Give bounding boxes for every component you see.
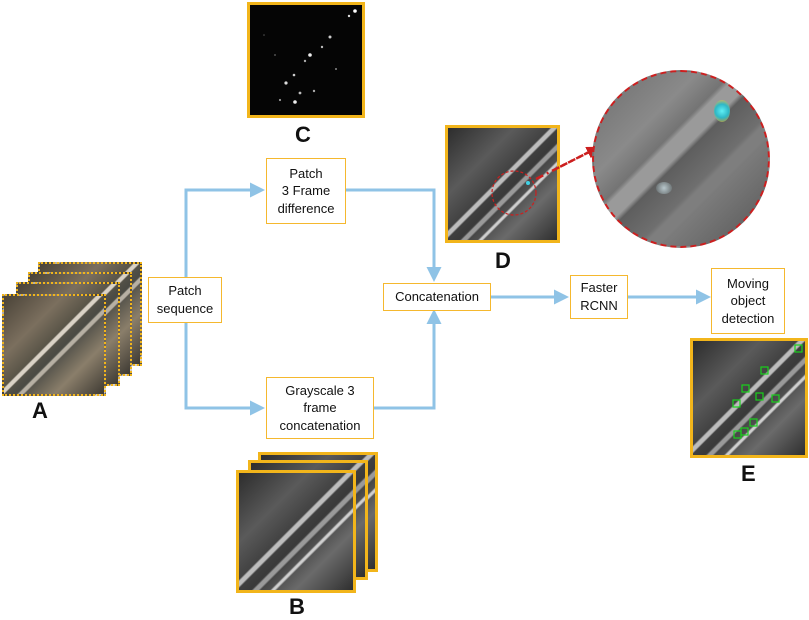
zoomed-detail-circle: [592, 70, 770, 248]
moving-object-detection-box: Moving object detection: [711, 268, 785, 334]
difference-dots: [263, 9, 357, 104]
concatenated-image-d: [445, 125, 560, 243]
label-d: D: [495, 248, 511, 273]
image-stack-b: [236, 450, 381, 595]
zoom-cyan-spot: [714, 100, 730, 122]
label-e: E: [741, 461, 756, 486]
arrow-difference-to-concatenation: [346, 188, 442, 282]
label-b: B: [289, 594, 305, 619]
stack-a-front: [2, 294, 106, 396]
stack-b-front: [236, 470, 356, 593]
arrow-to-frame-difference: [184, 182, 265, 278]
arrow-grayscale-to-concatenation: [374, 309, 442, 410]
faster-rcnn-box: Faster RCNN: [570, 275, 628, 319]
concatenation-box: Concatenation: [383, 283, 491, 311]
arrow-to-grayscale: [184, 320, 265, 416]
label-c: C: [295, 122, 311, 147]
frame-difference-image-c: [247, 2, 365, 118]
zoom-faint-spot: [656, 182, 672, 194]
detection-result-image-e: [690, 338, 808, 458]
frame-difference-box: Patch 3 Frame difference: [266, 158, 346, 224]
detection-boxes: [732, 344, 803, 439]
image-stack-a: [2, 260, 142, 396]
label-a: A: [32, 398, 48, 423]
patch-sequence-box: Patch sequence: [148, 277, 222, 323]
grayscale-concatenation-box: Grayscale 3 frame concatenation: [266, 377, 374, 439]
